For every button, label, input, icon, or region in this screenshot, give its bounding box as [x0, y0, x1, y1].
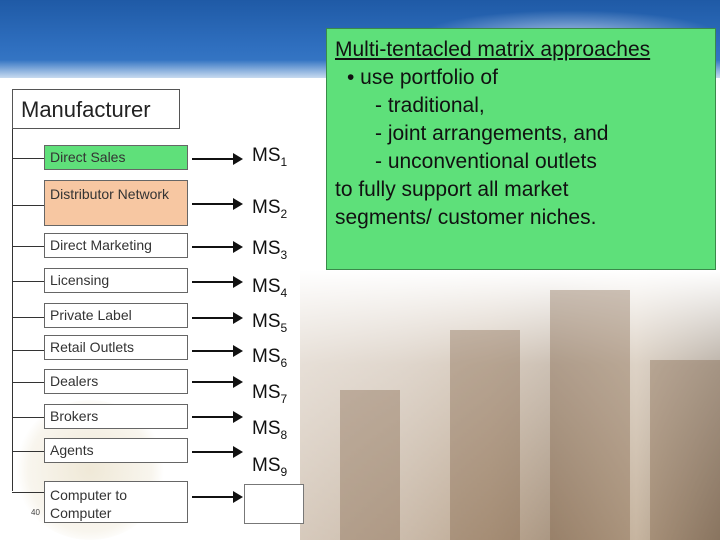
- channel-arrow: [192, 345, 243, 357]
- root-node-manufacturer: Manufacturer: [12, 89, 180, 129]
- channel-node: Direct Marketing: [44, 233, 188, 258]
- market-segment-label: MS6: [252, 346, 288, 370]
- tree-connector-branch: [12, 246, 44, 247]
- note-line: - unconventional outlets: [375, 150, 597, 173]
- market-segment-label: MS4: [252, 276, 288, 300]
- channel-arrow: [192, 411, 243, 423]
- channel-node: Direct Sales: [44, 145, 188, 170]
- channel-node: Brokers: [44, 404, 188, 429]
- channel-arrow: [192, 276, 243, 288]
- note-callout: Multi-tentacled matrix approaches • use …: [326, 28, 716, 270]
- tree-connector-branch: [12, 158, 44, 159]
- background-city-photo: [300, 270, 720, 540]
- channel-arrow: [192, 241, 243, 253]
- market-segment-label: MS8: [252, 418, 288, 442]
- market-segment-label: MS7: [252, 382, 288, 406]
- channel-node: Computer to Computer: [44, 481, 188, 523]
- tree-connector-vertical: [12, 129, 13, 491]
- note-line: - traditional,: [375, 94, 485, 117]
- note-line: segments/ customer niches.: [335, 206, 597, 229]
- tree-connector-branch: [12, 382, 44, 383]
- page-number: 40: [31, 508, 40, 517]
- market-segment-label: MS3: [252, 238, 288, 262]
- tree-connector-branch: [12, 451, 44, 452]
- channel-arrow: [192, 376, 243, 388]
- market-segment-label: MS9: [252, 455, 288, 479]
- channel-node: Retail Outlets: [44, 335, 188, 360]
- market-segment-label: MS1: [252, 145, 288, 169]
- tree-connector-branch: [12, 417, 44, 418]
- channel-node: Licensing: [44, 268, 188, 293]
- channel-node: Dealers: [44, 369, 188, 394]
- note-line: • use portfolio of: [347, 66, 498, 89]
- tree-connector-branch: [12, 317, 44, 318]
- tree-connector-branch: [12, 492, 44, 493]
- tree-connector-branch: [12, 205, 44, 206]
- market-segment-label: MS5: [252, 311, 288, 335]
- tree-connector-branch: [12, 350, 44, 351]
- channel-arrow: [192, 198, 243, 210]
- tree-connector-branch: [12, 281, 44, 282]
- channel-node: Private Label: [44, 303, 188, 328]
- market-segment-label: MS2: [252, 197, 288, 221]
- channel-arrow: [192, 491, 243, 503]
- channel-node: Agents: [44, 438, 188, 463]
- channel-node: Distributor Network: [44, 180, 188, 226]
- channel-arrow: [192, 153, 243, 165]
- note-line: to fully support all market: [335, 178, 569, 201]
- channel-arrow: [192, 446, 243, 458]
- highlight-box: [244, 484, 304, 524]
- note-line: - joint arrangements, and: [375, 122, 609, 145]
- channel-arrow: [192, 312, 243, 324]
- note-title: Multi-tentacled matrix approaches: [335, 38, 651, 61]
